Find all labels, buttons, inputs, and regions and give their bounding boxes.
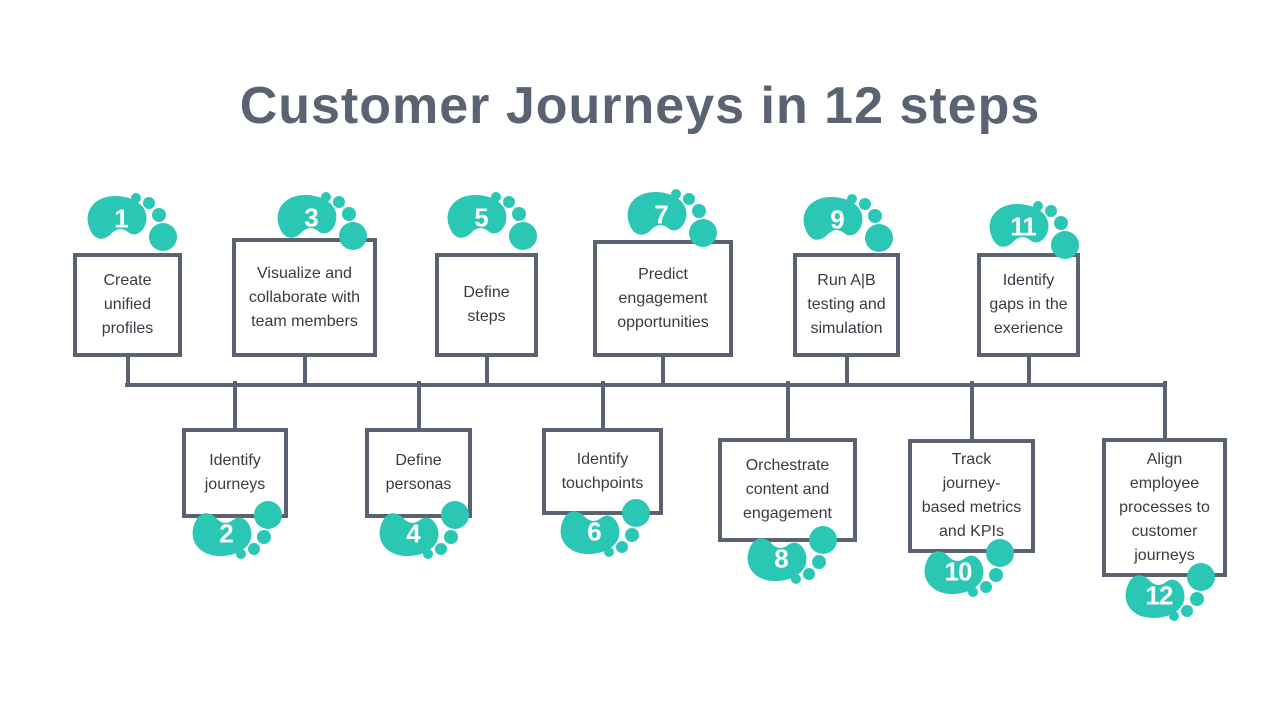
footprint-down-icon xyxy=(924,539,1014,597)
step-12-label: Align employee processes to customer jou… xyxy=(1119,450,1210,564)
footprint-up-icon xyxy=(87,193,177,251)
step-12-number: 12 xyxy=(1145,580,1174,611)
step-8-number: 8 xyxy=(774,543,789,574)
footprint-up-icon xyxy=(447,192,537,250)
connector-step-8 xyxy=(785,381,790,440)
step-9-label: Run A|B testing and simulation xyxy=(807,272,886,337)
footprint-step-12: 12 xyxy=(1120,558,1220,624)
connector-step-12 xyxy=(1162,381,1167,440)
step-8-label: Orchestrate content and engagement xyxy=(743,457,832,522)
footprint-step-7: 7 xyxy=(622,186,722,252)
footprint-step-8: 8 xyxy=(742,521,842,587)
step-3-number: 3 xyxy=(304,202,319,233)
step-4-number: 4 xyxy=(406,518,421,549)
footprint-up-icon xyxy=(989,201,1079,259)
step-11-number: 11 xyxy=(1010,211,1036,242)
step-5-box: Define steps xyxy=(435,253,538,357)
page-title: Customer Journeys in 12 steps xyxy=(239,77,1041,135)
timeline-line xyxy=(125,383,1167,387)
footprint-step-4: 4 xyxy=(374,496,474,562)
footprint-up-icon xyxy=(627,189,717,247)
step-10-label: Track journey- based metrics and KPIs xyxy=(921,451,1022,540)
footprint-down-icon xyxy=(379,501,469,559)
step-7-number: 7 xyxy=(654,199,669,230)
footprint-step-5: 5 xyxy=(442,189,542,255)
step-1-label: Create unified profiles xyxy=(101,272,154,337)
step-5-number: 5 xyxy=(474,202,489,233)
connector-step-2 xyxy=(233,381,237,430)
connector-step-3 xyxy=(302,355,307,387)
footprint-step-11: 11 xyxy=(984,198,1084,264)
footprint-down-icon xyxy=(1125,563,1215,621)
connector-step-10 xyxy=(969,381,974,441)
step-10-number: 10 xyxy=(944,556,973,587)
step-7-label: Predict engagement opportunities xyxy=(617,265,709,331)
connector-step-7 xyxy=(661,355,665,387)
footprint-up-icon xyxy=(803,194,893,252)
connector-step-6 xyxy=(600,381,605,430)
connector-step-9 xyxy=(844,355,849,387)
step-6-label: Identify touchpoints xyxy=(561,450,644,492)
footprint-down-icon xyxy=(560,499,650,557)
step-3-box: Visualize and collaborate with team memb… xyxy=(232,238,377,357)
footprint-down-icon xyxy=(747,526,837,584)
step-11-label: Identify gaps in the exerience xyxy=(989,272,1068,337)
step-2-label: Identify journeys xyxy=(204,452,266,493)
footprint-step-2: 2 xyxy=(187,496,287,562)
footprint-up-icon xyxy=(277,192,367,250)
step-1-number: 1 xyxy=(114,203,129,234)
step-8-box: Orchestrate content and engagement xyxy=(718,438,857,542)
connector-step-4 xyxy=(416,381,421,430)
step-9-number: 9 xyxy=(830,204,845,235)
footprint-step-10: 10 xyxy=(919,534,1019,600)
connector-step-5 xyxy=(484,355,489,387)
step-7-box: Predict engagement opportunities xyxy=(593,240,733,357)
footprint-step-3: 3 xyxy=(272,189,372,255)
footprint-down-icon xyxy=(192,501,282,559)
connector-step-1 xyxy=(125,355,130,387)
step-6-box: Identify touchpoints xyxy=(542,428,663,515)
step-3-label: Visualize and collaborate with team memb… xyxy=(248,264,361,330)
step-6-number: 6 xyxy=(587,516,602,547)
footprint-step-6: 6 xyxy=(555,494,655,560)
step-1-box: Create unified profiles xyxy=(73,253,182,357)
connector-step-11 xyxy=(1026,355,1031,387)
step-5-label: Define steps xyxy=(463,284,510,325)
step-12-box: Align employee processes to customer jou… xyxy=(1102,438,1227,577)
step-10-box: Track journey- based metrics and KPIs xyxy=(908,439,1035,553)
step-9-box: Run A|B testing and simulation xyxy=(793,253,900,357)
step-2-number: 2 xyxy=(219,518,234,549)
footprint-step-9: 9 xyxy=(798,191,898,257)
step-11-box: Identify gaps in the exerience xyxy=(977,253,1080,357)
footprint-step-1: 1 xyxy=(82,190,182,256)
step-4-label: Define personas xyxy=(385,452,452,493)
